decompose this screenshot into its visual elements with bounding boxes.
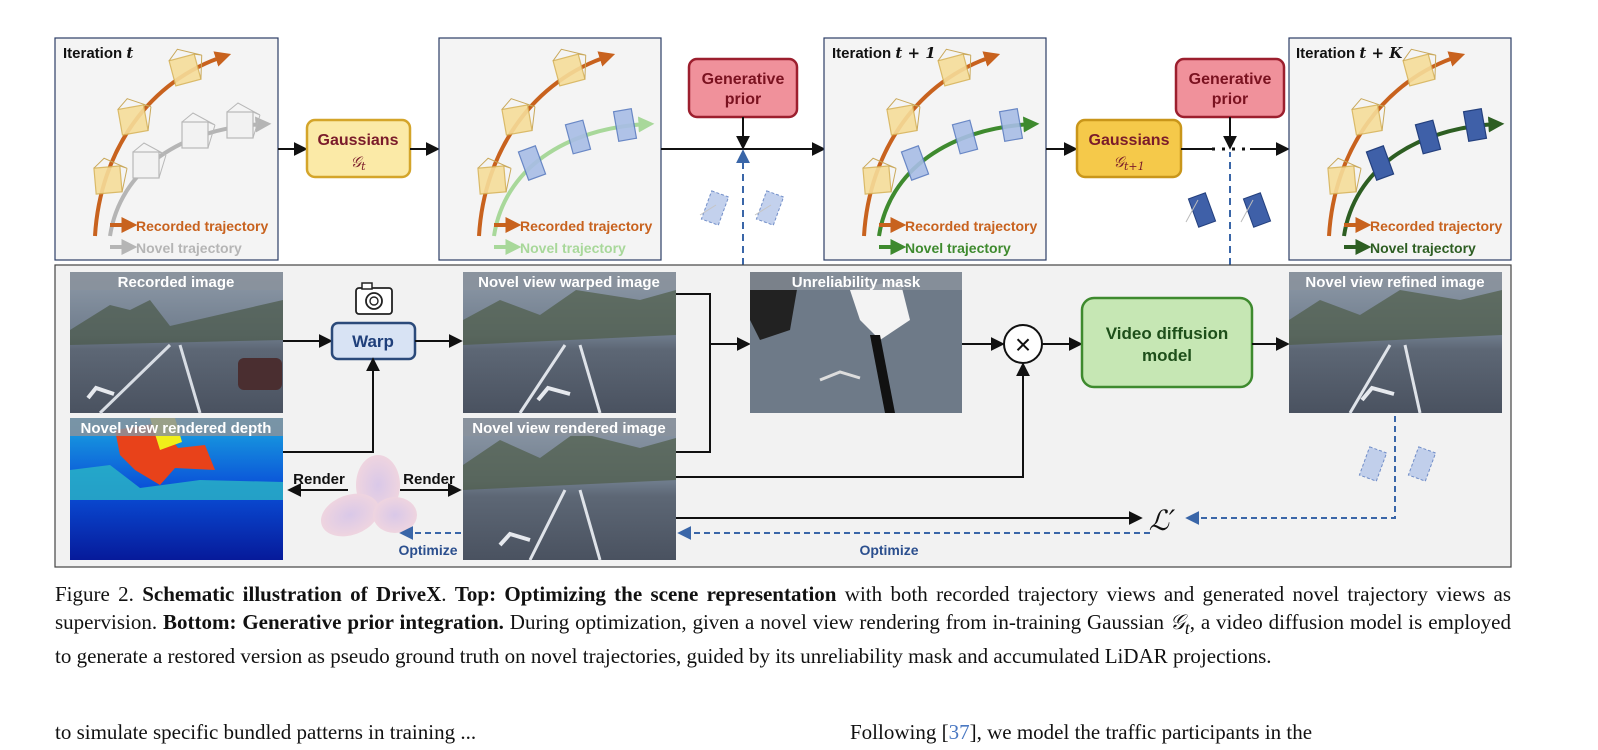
dark-cameras-2 (1185, 192, 1272, 228)
warp-box: Warp (330, 321, 417, 361)
svg-text:Recorded image: Recorded image (118, 274, 235, 291)
optimize-label-left: Optimize (398, 542, 457, 558)
camera-icon (355, 282, 393, 315)
svg-text:model: model (1142, 346, 1192, 365)
rendered-image: Novel view rendered image (463, 418, 676, 561)
render-label-right: Render (403, 471, 455, 488)
unreliability-mask-image: Unreliability mask (750, 272, 962, 413)
panel-iteration-t: Iteration t Recorded trajectory Novel tr… (54, 37, 279, 261)
svg-text:Generative: Generative (702, 71, 785, 88)
figure-diagram: Iteration t Recorded trajectory Novel tr… (54, 37, 1512, 568)
panel-iteration-t-plus-k: Iteration t + K Recorded trajectory Nove… (1288, 37, 1512, 261)
gaussians-box-t: Gaussians 𝒢t (305, 118, 412, 179)
svg-text:Iteration t: Iteration t (63, 44, 133, 62)
body-text-left: to simulate specific bundled patterns in… (55, 720, 477, 744)
warped-image: Novel view warped image (463, 272, 676, 414)
svg-text:Iteration t + K: Iteration t + K (1296, 44, 1403, 62)
dashed-cameras-1 (699, 190, 785, 226)
svg-text:×: × (1015, 329, 1031, 360)
body-right-prefix: Following [ (850, 720, 949, 744)
svg-text:Warp: Warp (352, 332, 394, 351)
rendered-depth-image: Novel view rendered depth (70, 418, 283, 560)
loss-symbol: ℒ′ (1149, 504, 1176, 537)
svg-text:Novel view warped image: Novel view warped image (478, 274, 660, 291)
body-right-suffix: ], we model the traffic participants in … (969, 720, 1313, 744)
caption-gauss-sub: t (1184, 618, 1190, 639)
svg-text:Iteration t + 1: Iteration t + 1 (832, 44, 936, 62)
svg-text:𝒢t: 𝒢t (350, 153, 366, 173)
figure-caption: Figure 2. Schematic illustration of Driv… (55, 582, 1511, 669)
gaussians-box-t-plus-1: Gaussians 𝒢t+1 (1075, 118, 1183, 179)
svg-text:prior: prior (725, 91, 761, 108)
caption-title: Schematic illustration of DriveX (142, 582, 442, 606)
svg-text:Novel view rendered image: Novel view rendered image (472, 420, 665, 437)
optimize-label-bottom: Optimize (859, 542, 918, 558)
gaussian-blob (320, 455, 417, 537)
svg-text:prior: prior (1212, 91, 1248, 108)
svg-text:Gaussians: Gaussians (1089, 132, 1170, 149)
body-text-right: Following [37], we model the traffic par… (850, 720, 1312, 745)
svg-text:Generative: Generative (1189, 71, 1272, 88)
generative-prior-box-1: Generative prior (687, 57, 799, 119)
generative-prior-box-2: Generative prior (1174, 57, 1286, 119)
caption-fig-num: Figure 2. (55, 582, 143, 606)
svg-text:Recorded trajectory: Recorded trajectory (136, 218, 268, 234)
caption-gauss-symbol: 𝒢 (1169, 610, 1185, 634)
panel-novel-light: Recorded trajectory Novel trajectory (438, 37, 662, 261)
svg-text:Novel view rendered depth: Novel view rendered depth (81, 420, 272, 437)
svg-text:Recorded trajectory: Recorded trajectory (520, 218, 652, 234)
dashed-cameras-bottom (1358, 446, 1437, 482)
svg-text:Novel trajectory: Novel trajectory (905, 240, 1011, 256)
svg-text:Unreliability mask: Unreliability mask (792, 274, 921, 291)
svg-text:Novel trajectory: Novel trajectory (1370, 240, 1476, 256)
caption-bottom-text-2: , a video diffusion model is employed to… (55, 610, 1511, 669)
svg-text:Recorded trajectory: Recorded trajectory (1370, 218, 1502, 234)
svg-text:Video diffusion: Video diffusion (1106, 324, 1228, 343)
video-diffusion-model-box: Video diffusion model (1080, 296, 1254, 389)
svg-text:Novel trajectory: Novel trajectory (520, 240, 626, 256)
svg-text:Recorded trajectory: Recorded trajectory (905, 218, 1037, 234)
svg-text:𝒢t+1: 𝒢t+1 (1113, 153, 1144, 173)
svg-text:Novel trajectory: Novel trajectory (136, 240, 242, 256)
refined-image: Novel view refined image (1289, 272, 1502, 414)
caption-bottom-head: Bottom: Generative prior integration. (162, 610, 504, 634)
recorded-image: Recorded image (70, 272, 283, 415)
caption-top-text: with both recorded trajectory views and … (55, 582, 1511, 634)
svg-text:Novel view refined image: Novel view refined image (1305, 274, 1484, 291)
panel-iteration-t-plus-1: Iteration t + 1 Recorded trajectory Nove… (823, 37, 1047, 261)
render-label-left: Render (293, 471, 345, 488)
svg-text:Gaussians: Gaussians (318, 132, 399, 149)
caption-top-head: Top: Optimizing the scene representation (454, 582, 837, 606)
citation-link[interactable]: 37 (948, 720, 970, 744)
caption-bottom-text-1: During optimization, given a novel view … (503, 610, 1170, 634)
multiply-node: × (1003, 324, 1043, 364)
